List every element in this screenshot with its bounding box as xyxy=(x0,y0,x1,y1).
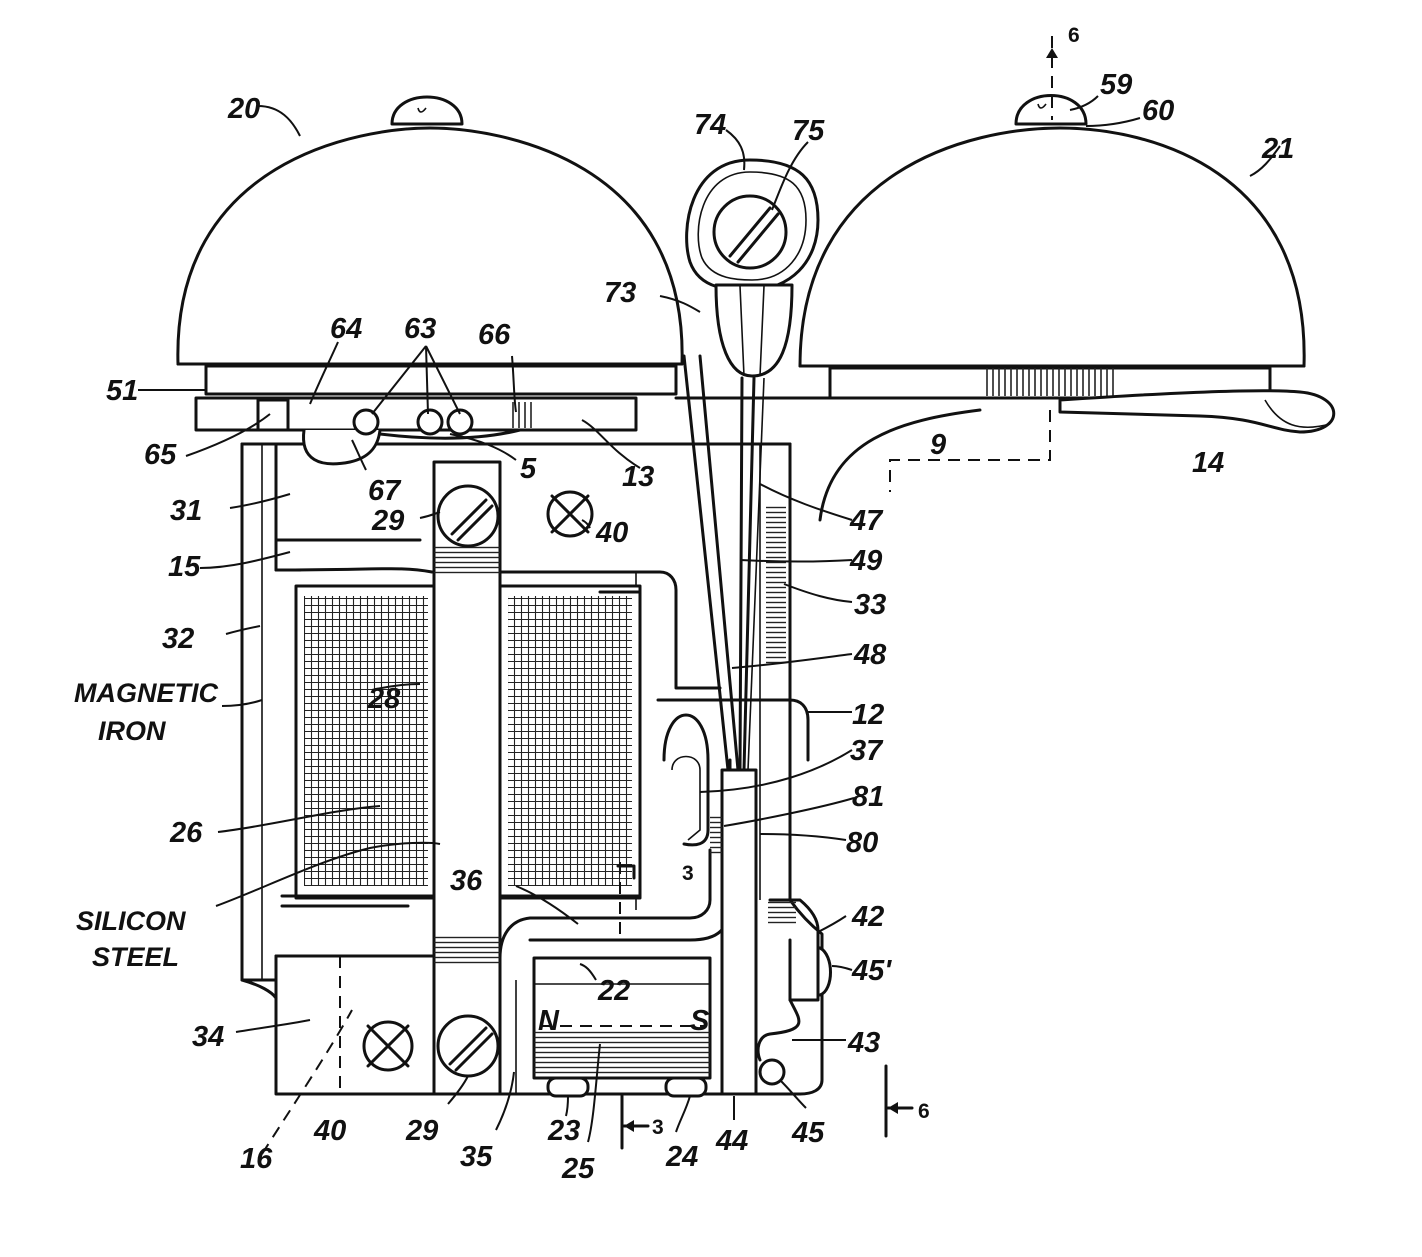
material-labels: MAGNETIC IRON SILICON STEEL xyxy=(74,678,218,972)
screws xyxy=(436,484,500,1078)
label-31: 31 xyxy=(170,495,202,527)
label-59: 59 xyxy=(1100,69,1132,101)
label-3-lower: 3 xyxy=(652,1116,664,1139)
label-33: 33 xyxy=(854,589,886,621)
label-63: 63 xyxy=(404,313,436,345)
label-67: 67 xyxy=(368,475,402,507)
magnetic-iron-line-1: MAGNETIC xyxy=(74,678,218,708)
label-80: 80 xyxy=(846,827,878,859)
clamp-assembly xyxy=(685,158,820,378)
label-43: 43 xyxy=(847,1027,880,1059)
label-16: 16 xyxy=(240,1143,273,1175)
label-24: 24 xyxy=(665,1141,698,1173)
coil-assembly xyxy=(280,460,642,1096)
label-14: 14 xyxy=(1192,447,1224,479)
main-frame xyxy=(240,442,832,1096)
label-66: 66 xyxy=(478,319,511,351)
silicon-steel-line-2: STEEL xyxy=(92,942,179,972)
reference-numerals: 20 6 59 60 21 74 75 73 64 63 66 51 65 67… xyxy=(106,24,1294,1185)
section-marks xyxy=(620,48,1058,1150)
leader-lines xyxy=(138,95,1281,1155)
label-20: 20 xyxy=(227,93,260,125)
label-s: S xyxy=(690,1005,710,1037)
label-35: 35 xyxy=(460,1141,493,1173)
label-60: 60 xyxy=(1142,95,1174,127)
label-44: 44 xyxy=(715,1125,748,1157)
armature-springs xyxy=(682,354,765,772)
rivets xyxy=(362,490,594,1072)
label-51: 51 xyxy=(106,375,138,407)
label-29-top: 29 xyxy=(371,505,404,537)
magnetic-iron-line-2: IRON xyxy=(98,716,166,746)
label-22: 22 xyxy=(597,975,630,1007)
label-48: 48 xyxy=(853,639,887,671)
label-13: 13 xyxy=(622,461,654,493)
label-74: 74 xyxy=(694,109,726,141)
label-49: 49 xyxy=(849,545,882,577)
label-64: 64 xyxy=(330,313,362,345)
label-73: 73 xyxy=(604,277,636,309)
label-15: 15 xyxy=(168,551,201,583)
label-75: 75 xyxy=(792,115,825,147)
label-45: 45 xyxy=(791,1117,825,1149)
label-45-prime: 45' xyxy=(851,955,892,987)
label-25: 25 xyxy=(561,1153,595,1185)
label-65: 65 xyxy=(144,439,177,471)
label-37: 37 xyxy=(850,735,884,767)
label-47: 47 xyxy=(849,505,884,537)
label-36: 36 xyxy=(450,865,483,897)
label-6-bottom: 6 xyxy=(918,1100,930,1123)
left-bell-dome xyxy=(176,95,684,366)
contact-parts xyxy=(256,398,534,466)
label-23: 23 xyxy=(547,1115,580,1147)
label-28: 28 xyxy=(367,683,401,715)
label-12: 12 xyxy=(852,699,884,731)
label-26: 26 xyxy=(169,817,203,849)
label-6-top: 6 xyxy=(1068,24,1080,47)
label-29-bottom: 29 xyxy=(405,1115,438,1147)
label-n: N xyxy=(538,1005,560,1037)
label-40-top: 40 xyxy=(595,517,628,549)
label-21: 21 xyxy=(1261,133,1294,165)
right-bell-dome xyxy=(798,94,1306,368)
label-5: 5 xyxy=(520,453,537,485)
top-plate xyxy=(194,36,1336,522)
label-42: 42 xyxy=(851,901,884,933)
label-3-upper: 3 xyxy=(682,862,694,885)
silicon-steel-line-1: SILICON xyxy=(76,906,186,936)
label-34: 34 xyxy=(192,1021,224,1053)
label-9: 9 xyxy=(930,429,946,461)
label-81: 81 xyxy=(852,781,884,813)
magnet xyxy=(532,956,712,1098)
label-32: 32 xyxy=(162,623,194,655)
label-40-bottom: 40 xyxy=(313,1115,346,1147)
